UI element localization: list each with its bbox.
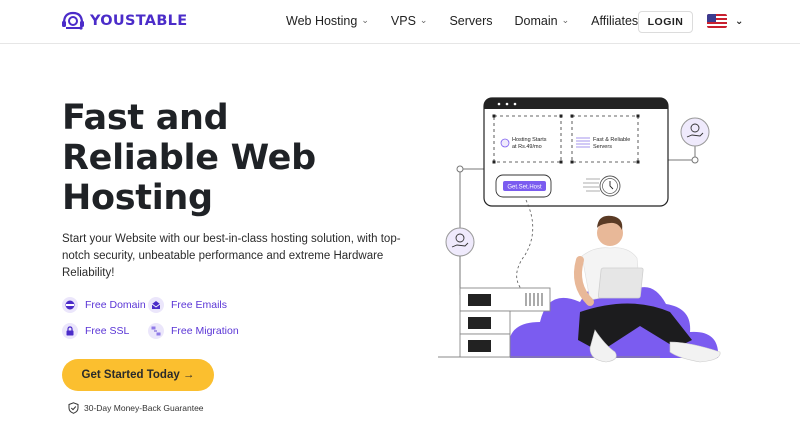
feature-list: Free Domain Free Emails Free SSL Free Mi… (62, 297, 258, 339)
feature-free-migration: Free Migration (148, 323, 258, 339)
nav-label: Web Hosting (286, 14, 358, 28)
hero-illustration: Hosting Starts at Rs.49/mo Fast & Reliab… (430, 90, 730, 380)
chevron-down-icon: ⌄ (561, 14, 570, 25)
hero-title: Fast and Reliable Web Hosting (62, 98, 316, 218)
fast-clock-icon (583, 175, 621, 197)
card-text: at Rs.49/mo (512, 144, 542, 150)
chevron-down-icon: ⌄ (419, 14, 428, 25)
guarantee-text: 30-Day Money-Back Guarantee (84, 403, 204, 413)
feature-free-emails: Free Emails (148, 297, 258, 313)
us-flag-icon (707, 14, 727, 28)
feature-label: Free Emails (171, 299, 228, 311)
login-button[interactable]: LOGIN (638, 11, 693, 33)
nav-domain[interactable]: Domain ⌄ (515, 14, 570, 28)
nav-label: Affiliates (591, 14, 639, 28)
lock-icon (62, 323, 78, 339)
person-with-laptop-image (574, 215, 721, 363)
logo-icon (62, 11, 84, 30)
coin-hand-icon (686, 123, 704, 138)
nav-web-hosting[interactable]: Web Hosting ⌄ (286, 14, 369, 28)
logo[interactable]: YOUSTABLE (60, 10, 187, 32)
site-header: YOUSTABLE Web Hosting ⌄ VPS ⌄ Servers Do… (0, 0, 800, 44)
nav-affiliates[interactable]: Affiliates (591, 14, 638, 28)
coin-hand-icon (451, 233, 469, 248)
get-started-button[interactable]: Get Started Today → (62, 359, 214, 391)
nav-label: Domain (514, 14, 558, 28)
feature-label: Free Migration (171, 325, 239, 337)
feature-label: Free Domain (85, 299, 146, 311)
get-set-host-label: Get.Set.Host (507, 185, 542, 191)
card-text: Hosting Starts (512, 137, 547, 143)
hero-description: Start your Website with our best-in-clas… (62, 233, 401, 279)
money-back-guarantee: 30-Day Money-Back Guarantee (68, 402, 204, 414)
logo-text: YOUSTABLE (90, 13, 188, 29)
chevron-down-icon: ⌄ (361, 14, 369, 25)
feature-free-ssl: Free SSL (62, 323, 148, 339)
hosting-illustration: Hosting Starts at Rs.49/mo Fast & Reliab… (438, 97, 721, 363)
card-text: Servers (593, 144, 612, 150)
migration-icon (148, 323, 164, 339)
card-text: Fast & Reliable (593, 137, 630, 143)
server-stack-icon (459, 287, 551, 358)
feature-free-domain: Free Domain (62, 297, 148, 313)
email-icon (148, 297, 164, 313)
nav-label: VPS (390, 14, 416, 28)
language-selector[interactable]: ⌄ (707, 14, 743, 28)
nav-vps[interactable]: VPS ⌄ (391, 14, 428, 28)
chevron-down-icon: ⌄ (735, 15, 744, 27)
shield-check-icon (68, 402, 79, 414)
main-nav: Web Hosting ⌄ VPS ⌄ Servers Domain ⌄ Aff… (286, 14, 660, 28)
nav-label: Servers (449, 14, 493, 28)
nav-servers[interactable]: Servers (449, 14, 492, 28)
globe-icon (62, 297, 78, 313)
feature-label: Free SSL (85, 325, 130, 337)
